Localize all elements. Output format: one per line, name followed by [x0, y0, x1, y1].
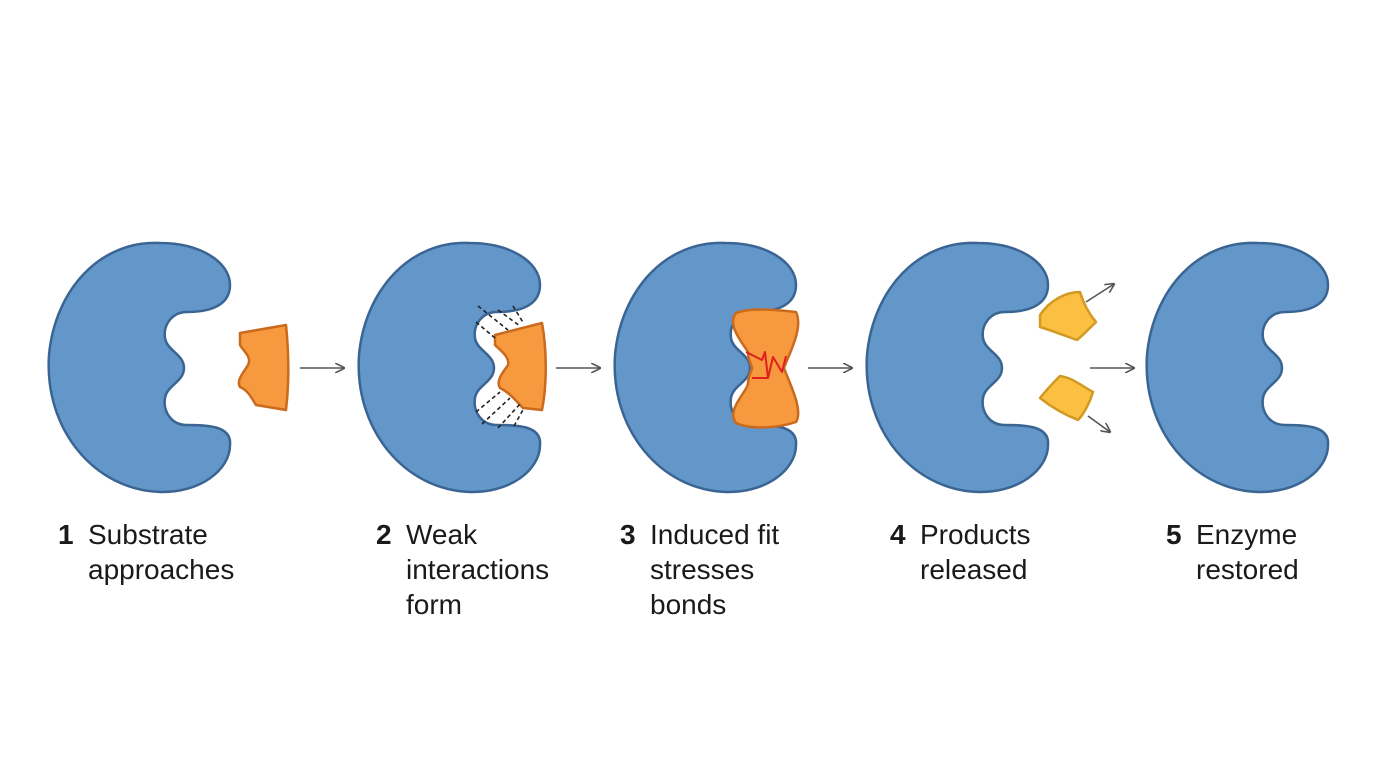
- step-4-graphic: [865, 241, 1114, 494]
- enzyme-1: [47, 241, 232, 494]
- step-text-line: Weak: [406, 519, 478, 550]
- product-top-arrow: [1085, 284, 1114, 303]
- step-number: 5: [1166, 519, 1182, 550]
- step-text-line: restored: [1196, 554, 1299, 585]
- step-number: 4: [890, 519, 906, 550]
- enzyme-4: [865, 241, 1050, 494]
- step-text-line: Substrate: [88, 519, 208, 550]
- step-text-line: Products: [920, 519, 1031, 550]
- step-text-line: Enzyme: [1196, 519, 1298, 550]
- step-number: 3: [620, 519, 636, 550]
- step-number: 1: [58, 519, 74, 550]
- substrate-bound: [493, 321, 547, 412]
- stressed-bond: [745, 351, 787, 379]
- step-text-line: interactions: [406, 554, 550, 585]
- step-number: 2: [376, 519, 392, 550]
- product-top: [1038, 290, 1098, 342]
- step-text-line: released: [920, 554, 1028, 585]
- substrate-induced-fit: [731, 308, 800, 429]
- weak-interactions: [475, 305, 525, 429]
- step-2-graphic: [357, 241, 547, 494]
- enzyme-5: [1145, 241, 1330, 494]
- step-text-line: form: [406, 589, 462, 620]
- product-bottom-arrow: [1087, 415, 1110, 432]
- step-text-line: bonds: [650, 589, 727, 620]
- step-1-graphic: [47, 241, 290, 494]
- substrate: [237, 323, 290, 412]
- step-text-line: approaches: [88, 554, 235, 585]
- step-text-line: Induced fit: [650, 519, 780, 550]
- step-text-line: stresses: [650, 554, 755, 585]
- step-3-graphic: [613, 241, 800, 494]
- product-bottom: [1038, 374, 1095, 422]
- step-5-graphic: [1145, 241, 1330, 494]
